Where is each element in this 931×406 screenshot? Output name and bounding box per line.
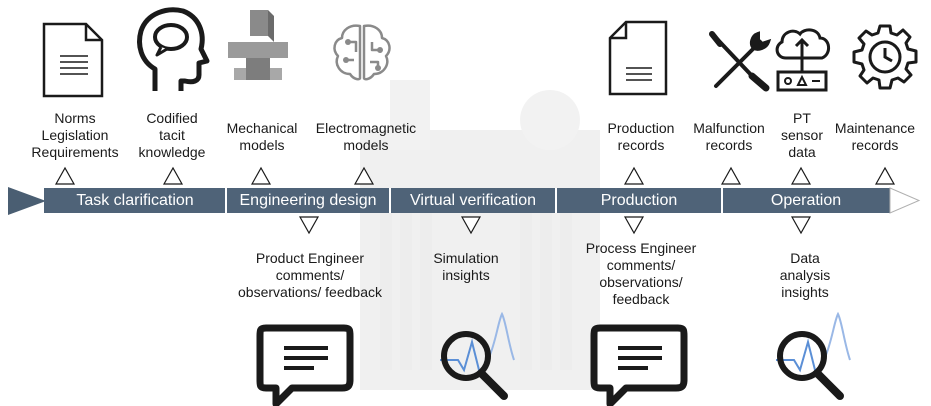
label-product-engineer-feedback: Product Engineer comments/ observations/…	[238, 250, 382, 300]
background-transformer-image	[320, 70, 640, 400]
label-malfunction-records: Malfunction records	[693, 120, 765, 153]
label-maintenance-records: Maintenance records	[834, 120, 916, 153]
output-marker	[623, 216, 645, 235]
timeline-end-arrow	[889, 187, 921, 214]
stage-operation: Operation	[770, 192, 842, 209]
gear-clock-icon	[852, 24, 918, 90]
cad-blocks-icon	[228, 10, 288, 80]
speech-bubble-icon	[590, 324, 688, 406]
timeline-start-arrow	[8, 187, 46, 215]
circuit-brain-icon	[333, 24, 391, 81]
stage-virtual-verification: Virtual verification	[410, 192, 536, 209]
document-icon	[42, 22, 104, 98]
document-icon	[608, 20, 668, 96]
input-marker	[790, 166, 812, 185]
output-marker	[460, 216, 482, 235]
label-simulation-insights: Simulation insights	[433, 250, 499, 283]
input-marker	[162, 166, 184, 185]
stage-engineering-design: Engineering design	[239, 192, 377, 209]
input-marker	[623, 166, 645, 185]
label-process-engineer-feedback: Process Engineer comments/ observations/…	[585, 240, 697, 307]
label-pt-sensor-data: PT sensor data	[780, 110, 824, 160]
label-production-records: Production records	[607, 120, 675, 153]
label-norms: Norms Legislation Requirements	[31, 110, 119, 160]
input-marker	[54, 166, 76, 185]
output-marker	[298, 216, 320, 235]
label-mechanical-models: Mechanical models	[226, 120, 298, 153]
stage-task-clarification: Task clarification	[76, 192, 194, 209]
speech-bubble-icon	[256, 324, 354, 406]
label-data-analysis-insights: Data analysis insights	[779, 250, 831, 300]
input-marker	[720, 166, 742, 185]
head-speech-icon	[137, 7, 210, 91]
magnifier-chart-icon	[440, 311, 515, 400]
output-marker	[790, 216, 812, 235]
input-marker	[353, 166, 375, 185]
timeline-bar	[44, 188, 890, 213]
magnifier-chart-icon	[776, 311, 851, 400]
cloud-sensor-icon	[775, 28, 830, 92]
stage-production: Production	[600, 192, 678, 209]
tools-icon	[709, 31, 772, 92]
input-marker	[874, 166, 896, 185]
input-marker	[250, 166, 272, 185]
label-electromagnetic-models: Electromagnetic models	[315, 120, 417, 153]
label-codified-knowledge: Codified tacit knowledge	[138, 110, 206, 160]
